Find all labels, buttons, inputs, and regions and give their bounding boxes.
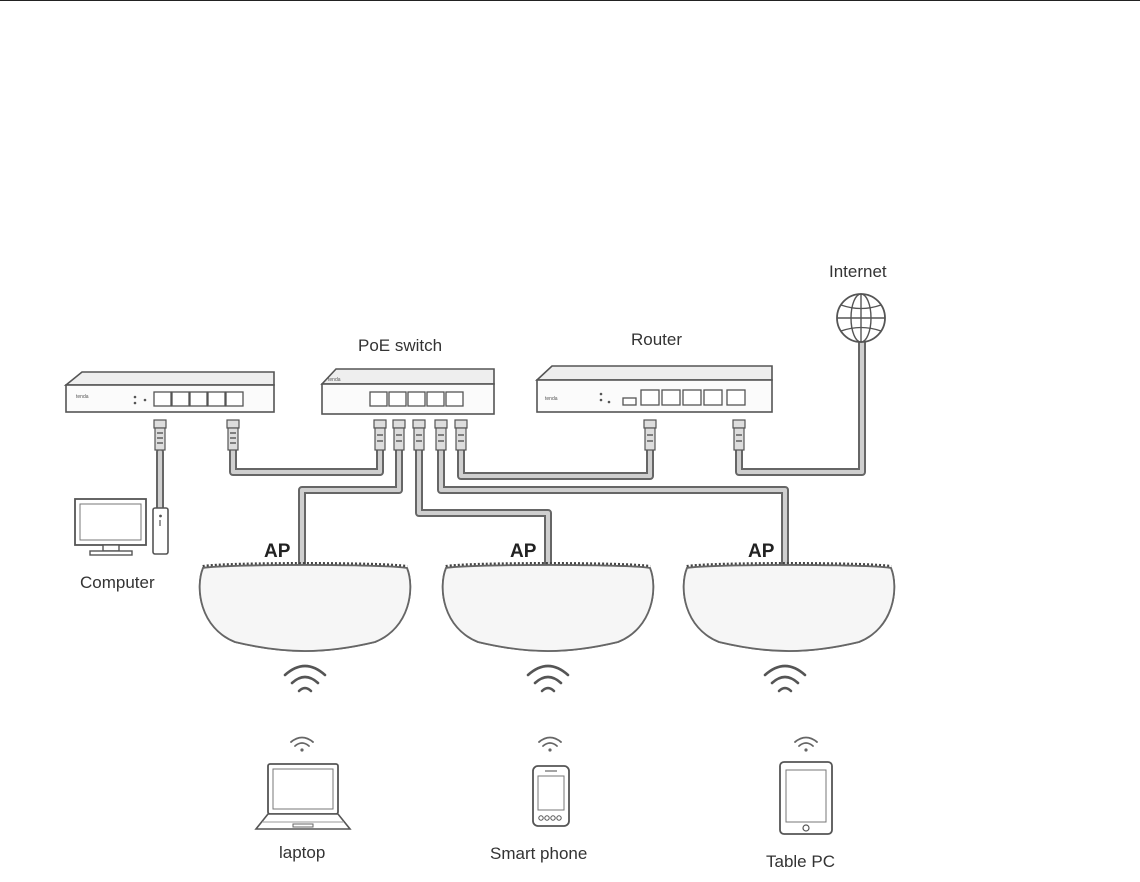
router-plugs [644, 420, 745, 450]
wifi-signal-icon [291, 738, 313, 752]
left-switch-ports [154, 392, 243, 406]
router: Router tenda [537, 330, 772, 450]
smart-phone: Smart phone [490, 766, 587, 863]
computer: Computer [75, 499, 168, 592]
wifi-signal-icon [285, 666, 325, 691]
poe-switch-brand: tenda [328, 377, 341, 383]
left-switch-plugs [154, 420, 239, 450]
laptop-icon [256, 764, 350, 829]
access-point-3: AP [639, 541, 944, 651]
cable-poe-to-ap3 [441, 450, 785, 566]
cable-poe-to-ap1 [302, 450, 399, 566]
ap-label-3: AP [748, 541, 775, 562]
poe-switch-ports [370, 392, 463, 406]
left-switch-brand: tenda [76, 394, 89, 400]
ap-label-1: AP [264, 541, 291, 562]
wifi-signal-icon [528, 666, 568, 691]
laptop-label: laptop [279, 843, 325, 862]
wifi-signal-icon [765, 666, 805, 691]
smartphone-icon [533, 766, 569, 826]
router-label: Router [631, 330, 682, 349]
internet-node: Internet [829, 262, 887, 342]
tablet: Table PC [766, 762, 835, 871]
cable-switch-to-poe [233, 450, 380, 472]
poe-switch-label: PoE switch [358, 336, 442, 355]
internet-label: Internet [829, 262, 887, 281]
ap-label-2: AP [510, 541, 537, 562]
access-point-1: AP [155, 541, 460, 651]
table-pc-label: Table PC [766, 852, 835, 871]
wifi-signal-icon [539, 738, 561, 752]
router-brand: tenda [545, 396, 558, 402]
computer-label: Computer [80, 573, 155, 592]
smart-phone-label: Smart phone [490, 844, 587, 863]
left-switch: tenda [66, 372, 274, 450]
router-ports [641, 390, 745, 405]
globe-icon [837, 294, 885, 342]
cable-poe-to-router [461, 450, 650, 476]
wifi-signal-icon [795, 738, 817, 752]
laptop: laptop [256, 764, 350, 862]
poe-switch-plugs [374, 420, 467, 450]
tablet-icon [780, 762, 832, 834]
poe-switch: PoE switch tenda [322, 336, 494, 450]
desktop-computer-icon [75, 499, 168, 555]
